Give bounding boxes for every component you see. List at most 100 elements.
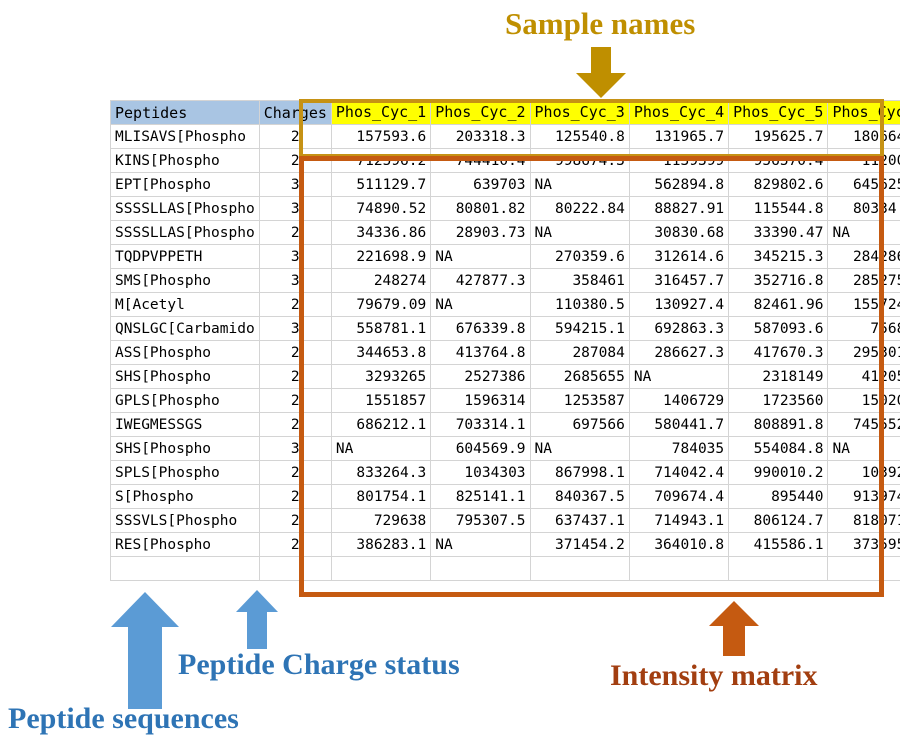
intensity-cell[interactable]: 637437.1 xyxy=(529,508,630,533)
intensity-cell[interactable]: 295301.9 xyxy=(827,340,900,365)
intensity-cell[interactable]: 74890.52 xyxy=(330,196,432,221)
intensity-cell[interactable]: NA xyxy=(529,436,630,461)
intensity-cell[interactable]: 82461.96 xyxy=(728,292,829,317)
column-header-charges[interactable]: Charges xyxy=(258,100,332,125)
charge-cell[interactable]: 3 xyxy=(258,436,332,461)
intensity-cell[interactable]: 157593.6 xyxy=(330,124,432,149)
intensity-cell[interactable]: 358461 xyxy=(529,268,630,293)
intensity-cell[interactable]: 913974.4 xyxy=(827,484,900,509)
intensity-cell[interactable]: 203318.3 xyxy=(430,124,531,149)
intensity-cell[interactable]: 2685655 xyxy=(529,364,630,389)
intensity-cell[interactable]: 2527386 xyxy=(430,364,531,389)
charge-cell[interactable]: 2 xyxy=(258,292,332,317)
peptide-sequence-cell[interactable]: ASS[Phospho xyxy=(110,340,260,365)
peptide-sequence-cell[interactable]: RES[Phospho xyxy=(110,532,260,557)
intensity-cell[interactable]: 562894.8 xyxy=(628,172,730,197)
intensity-cell[interactable]: 554084.8 xyxy=(728,436,829,461)
intensity-cell[interactable]: 1723560 xyxy=(728,388,829,413)
charge-cell[interactable]: 2 xyxy=(258,340,332,365)
charge-cell[interactable]: 3 xyxy=(258,268,332,293)
intensity-cell[interactable]: 34336.86 xyxy=(330,220,432,245)
intensity-cell[interactable]: 110380.5 xyxy=(529,292,630,317)
intensity-cell[interactable]: 155724.4 xyxy=(827,292,900,317)
intensity-cell[interactable]: 604569.9 xyxy=(430,436,531,461)
intensity-cell[interactable]: NA xyxy=(827,436,900,461)
intensity-cell[interactable]: NA xyxy=(430,292,531,317)
charge-cell[interactable]: 2 xyxy=(258,220,332,245)
intensity-cell[interactable]: NA xyxy=(529,172,630,197)
peptide-sequence-cell[interactable]: SHS[Phospho xyxy=(110,436,260,461)
intensity-cell[interactable]: 221698.9 xyxy=(330,244,432,269)
charge-cell[interactable]: 3 xyxy=(258,244,332,269)
charge-cell[interactable]: 2 xyxy=(258,364,332,389)
intensity-cell[interactable]: 714943.1 xyxy=(628,508,730,533)
intensity-cell[interactable]: 386283.1 xyxy=(330,532,432,557)
intensity-cell[interactable]: 33390.47 xyxy=(728,220,829,245)
intensity-cell[interactable]: 867998.1 xyxy=(529,460,630,485)
intensity-cell[interactable]: 806124.7 xyxy=(728,508,829,533)
intensity-cell[interactable]: 427877.3 xyxy=(430,268,531,293)
intensity-cell[interactable]: 1406729 xyxy=(628,388,730,413)
intensity-cell[interactable]: 180664.5 xyxy=(827,124,900,149)
intensity-cell[interactable]: 413764.8 xyxy=(430,340,531,365)
intensity-cell[interactable]: 784035 xyxy=(628,436,730,461)
intensity-cell[interactable]: 714042.4 xyxy=(628,460,730,485)
intensity-cell[interactable]: 80801.82 xyxy=(430,196,531,221)
charge-cell[interactable]: 2 xyxy=(258,124,332,149)
charge-cell[interactable]: 2 xyxy=(258,388,332,413)
peptide-intensity-table[interactable]: Peptides Charges Phos_Cyc_1 Phos_Cyc_2 P… xyxy=(110,100,900,581)
intensity-cell[interactable]: NA xyxy=(330,436,432,461)
intensity-cell[interactable]: 352716.8 xyxy=(728,268,829,293)
intensity-cell[interactable]: 4120553 xyxy=(827,364,900,389)
intensity-cell[interactable]: 1253587 xyxy=(529,388,630,413)
peptide-sequence-cell[interactable]: EPT[Phospho xyxy=(110,172,260,197)
intensity-cell[interactable]: 284286.5 xyxy=(827,244,900,269)
intensity-cell[interactable]: NA xyxy=(430,532,531,557)
intensity-cell[interactable]: 795307.5 xyxy=(430,508,531,533)
peptide-sequence-cell[interactable]: SPLS[Phospho xyxy=(110,460,260,485)
charge-cell[interactable]: 2 xyxy=(258,148,332,173)
intensity-cell[interactable]: NA xyxy=(628,364,730,389)
column-header-sample-1[interactable]: Phos_Cyc_1 xyxy=(330,100,432,125)
intensity-cell[interactable]: 756873 xyxy=(827,316,900,341)
charge-cell[interactable]: 2 xyxy=(258,532,332,557)
intensity-cell[interactable]: 587093.6 xyxy=(728,316,829,341)
charge-cell[interactable]: 3 xyxy=(258,196,332,221)
intensity-cell[interactable]: 1596314 xyxy=(430,388,531,413)
charge-cell[interactable]: 2 xyxy=(258,484,332,509)
intensity-cell[interactable]: NA xyxy=(430,244,531,269)
intensity-cell[interactable]: 692863.3 xyxy=(628,316,730,341)
intensity-cell[interactable]: 28903.73 xyxy=(430,220,531,245)
intensity-cell[interactable]: 80222.84 xyxy=(529,196,630,221)
intensity-cell[interactable]: 344653.8 xyxy=(330,340,432,365)
intensity-cell[interactable]: 125540.8 xyxy=(529,124,630,149)
peptide-sequence-cell[interactable]: SHS[Phospho xyxy=(110,364,260,389)
peptide-sequence-cell[interactable]: SSSSLLAS[Phospho xyxy=(110,220,260,245)
peptide-sequence-cell[interactable]: MLISAVS[Phospho xyxy=(110,124,260,149)
intensity-cell[interactable]: 840367.5 xyxy=(529,484,630,509)
intensity-cell[interactable]: 30830.68 xyxy=(628,220,730,245)
peptide-sequence-cell[interactable]: SSSSLLAS[Phospho xyxy=(110,196,260,221)
peptide-sequence-cell[interactable]: KINS[Phospho xyxy=(110,148,260,173)
intensity-cell[interactable]: 1139399 xyxy=(628,148,730,173)
column-header-sample-5[interactable]: Phos_Cyc_5 xyxy=(728,100,829,125)
intensity-cell[interactable]: 3293265 xyxy=(330,364,432,389)
intensity-cell[interactable]: 998674.3 xyxy=(529,148,630,173)
peptide-sequence-cell[interactable]: TQDPVPPETH xyxy=(110,244,260,269)
intensity-cell[interactable]: 195625.7 xyxy=(728,124,829,149)
column-header-peptides[interactable]: Peptides xyxy=(110,100,260,125)
intensity-cell[interactable]: 808891.8 xyxy=(728,412,829,437)
intensity-cell[interactable]: 312614.6 xyxy=(628,244,730,269)
intensity-cell[interactable]: 558781.1 xyxy=(330,316,432,341)
